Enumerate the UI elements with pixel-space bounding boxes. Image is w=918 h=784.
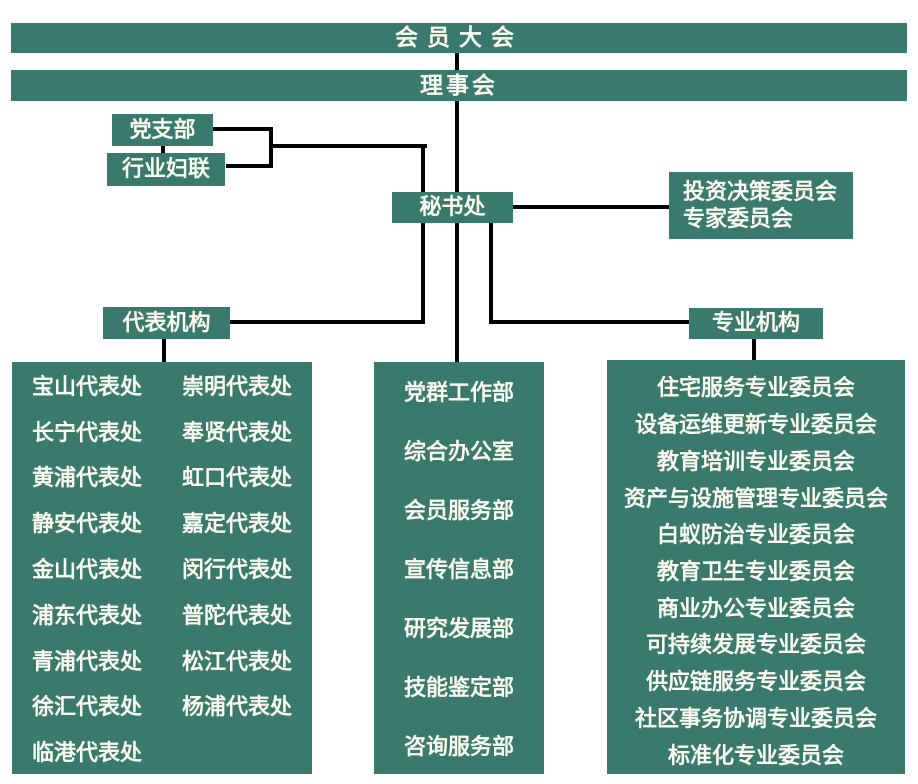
rep-office-item: 长宁代表处 [31,419,142,445]
professional-orgs-box: 专业机构 [689,308,823,339]
rep-office-item: 闵行代表处 [181,556,292,582]
council-bar: 理事会 [11,70,907,101]
connector-party-stub [213,127,273,131]
connector-party-women-stub [161,146,165,154]
committee-item: 标准化专业委员会 [667,742,844,768]
department-item: 宣传信息部 [403,556,514,582]
secretariat-box: 秘书处 [392,192,513,223]
connector-assembly-council [455,53,459,70]
committees-panel: 住宅服务专业委员会 设备运维更新专业委员会 教育培训专业委员会 资产与设施管理专… [607,360,905,774]
committee-item: 可持续发展专业委员会 [645,632,866,658]
committee-item: 社区事务协调专业委员会 [634,705,877,731]
departments-panel: 党群工作部 综合办公室 会员服务部 宣传信息部 研究发展部 技能鉴定部 咨询服务… [374,362,544,774]
committee-item: 教育卫生专业委员会 [656,558,855,584]
connector-rep-down [162,339,166,362]
investment-committee-line1: 投资决策委员会 [683,179,838,205]
committee-item: 商业办公专业委员会 [656,595,855,621]
investment-committee-box: 投资决策委员会 专家委员会 [669,172,853,239]
rep-office-item: 奉贤代表处 [181,419,292,445]
rep-office-item: 金山代表处 [31,556,142,582]
representative-offices-panel: 宝山代表处 崇明代表处 长宁代表处 奉贤代表处 黄浦代表处 虹口代表处 静安代表… [12,362,312,774]
department-item: 咨询服务部 [403,733,514,759]
connector-secretariat-investment [513,205,669,209]
rep-office-item: 普陀代表处 [181,602,292,628]
connector-bracket-horizontal [271,144,427,148]
rep-office-item: 嘉定代表处 [181,511,292,537]
rep-office-item: 崇明代表处 [181,373,292,399]
connector-right-vertical [489,205,493,324]
connector-left-vertical [421,144,425,324]
connector-prof-down [752,339,756,360]
rep-office-item: 静安代表处 [31,511,142,537]
rep-office-item: 虹口代表处 [181,465,292,491]
rep-office-item: 浦东代表处 [31,602,142,628]
rep-office-item: 宝山代表处 [31,373,142,399]
committee-item: 白蚁防治专业委员会 [656,522,855,548]
committee-item: 设备运维更新专业委员会 [634,412,877,438]
department-item: 综合办公室 [403,439,514,465]
representative-orgs-box: 代表机构 [103,307,230,339]
connector-rep-horizontal [230,320,425,324]
rep-office-item: 徐汇代表处 [31,694,142,720]
department-item: 党群工作部 [403,380,514,406]
connector-prof-horizontal [491,320,689,324]
department-item: 技能鉴定部 [403,674,514,700]
committee-item: 资产与设施管理专业委员会 [623,485,888,511]
rep-office-item: 松江代表处 [181,648,292,674]
party-branch-box: 党支部 [112,114,213,146]
committee-item: 供应链服务专业委员会 [645,669,866,695]
members-assembly-bar: 会员大会 [11,23,907,53]
rep-office-item: 青浦代表处 [31,648,142,674]
connector-women-stub [226,164,273,168]
rep-office-item: 杨浦代表处 [181,694,292,720]
committee-item: 教育培训专业委员会 [656,448,855,474]
investment-committee-line2: 专家委员会 [683,205,794,231]
department-item: 研究发展部 [403,615,514,641]
committee-item: 住宅服务专业委员会 [656,375,855,401]
rep-office-item: 黄浦代表处 [31,465,142,491]
industry-women-box: 行业妇联 [107,153,225,186]
connector-council-main-vertical [455,101,459,362]
department-item: 会员服务部 [403,498,514,524]
rep-office-item: 临港代表处 [31,740,142,766]
